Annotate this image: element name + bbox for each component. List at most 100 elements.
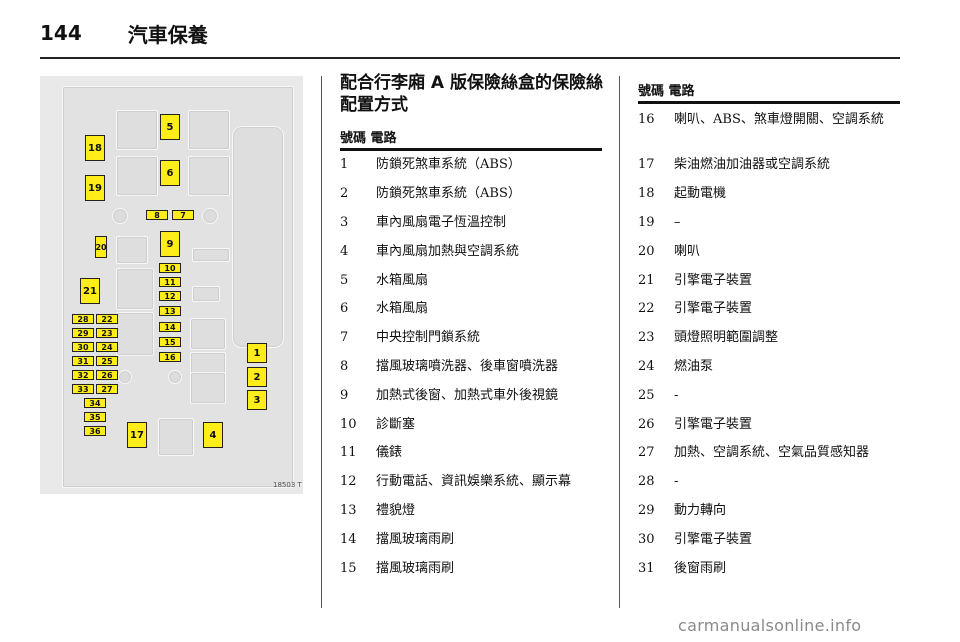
fuse-2: 2 bbox=[247, 367, 267, 387]
fuse-circuit: - bbox=[674, 388, 679, 403]
fuse-number: 31 bbox=[638, 561, 655, 576]
fuse-circuit: 水箱風扇 bbox=[376, 301, 429, 316]
fuse-23: 23 bbox=[96, 328, 118, 338]
fuse-7: 7 bbox=[172, 210, 194, 220]
table-row: 9 加熱式後窗、加熱式車外後視鏡 bbox=[340, 387, 602, 404]
fuse-number: 18 bbox=[638, 186, 655, 201]
table-row: 22 引擎電子裝置 bbox=[638, 300, 900, 317]
fuse-number: 11 bbox=[340, 445, 357, 460]
relay-slot bbox=[190, 318, 226, 350]
connector-slot bbox=[192, 286, 220, 302]
fuse-34: 34 bbox=[84, 398, 106, 408]
fuse-number: 24 bbox=[638, 359, 655, 374]
fuse-number: 5 bbox=[340, 273, 349, 288]
fuse-number: 26 bbox=[638, 417, 655, 432]
fuse-1: 1 bbox=[247, 343, 267, 363]
fuse-number: 8 bbox=[340, 359, 349, 374]
relay-slot bbox=[116, 312, 154, 356]
mounting-screw bbox=[202, 208, 218, 224]
fuse-13: 13 bbox=[159, 306, 181, 316]
fuse-number: 29 bbox=[638, 503, 655, 518]
mounting-screw bbox=[112, 208, 128, 224]
fuse-circuit: 車內風扇電子恆溫控制 bbox=[376, 215, 507, 230]
fuse-number: 7 bbox=[340, 330, 349, 345]
relay-slot bbox=[116, 156, 158, 196]
fuse-number: 22 bbox=[638, 301, 655, 316]
relay-slot bbox=[116, 236, 148, 264]
fuse-box-side-panel bbox=[232, 126, 284, 348]
relay-slot bbox=[158, 418, 194, 456]
fuse-17: 17 bbox=[127, 422, 147, 448]
table-row: 5 水箱風扇 bbox=[340, 272, 602, 289]
fuse-9: 9 bbox=[160, 231, 180, 257]
fuse-24: 24 bbox=[96, 342, 118, 352]
fuse-number: 12 bbox=[340, 474, 357, 489]
table-row: 28 - bbox=[638, 473, 900, 490]
fuse-number: 9 bbox=[340, 388, 349, 403]
right-header-rule bbox=[638, 101, 900, 104]
footer-watermark: carmanualsonline.info bbox=[678, 616, 862, 635]
fuse-circuit: 儀錶 bbox=[376, 445, 403, 460]
fuse-circuit: 擋風玻璃雨刷 bbox=[376, 532, 455, 547]
fuse-28: 28 bbox=[72, 314, 94, 324]
fuse-circuit: 後窗雨刷 bbox=[674, 561, 727, 576]
fuse-circuit: 加熱、空調系統、空氣品質感知器 bbox=[674, 445, 870, 460]
fuse-circuit: 喇叭、ABS、煞車燈開關、空調系統 bbox=[674, 112, 884, 127]
fuse-22: 22 bbox=[96, 314, 118, 324]
fuse-circuit: 燃油泵 bbox=[674, 359, 714, 374]
right-column-header: 號碼 電路 bbox=[638, 84, 695, 99]
fuse-30: 30 bbox=[72, 342, 94, 352]
fuse-number: 25 bbox=[638, 388, 655, 403]
fuse-number: 2 bbox=[340, 186, 349, 201]
fuse-36: 36 bbox=[84, 426, 106, 436]
fuse-circuit: 擋風玻璃雨刷 bbox=[376, 561, 455, 576]
table-row: 11 儀錶 bbox=[340, 444, 602, 461]
fuse-29: 29 bbox=[72, 328, 94, 338]
fuse-25: 25 bbox=[96, 356, 118, 366]
fuse-number: 13 bbox=[340, 503, 357, 518]
fuse-number: 14 bbox=[340, 532, 357, 547]
fuse-circuit: 加熱式後窗、加熱式車外後視鏡 bbox=[376, 388, 559, 403]
fuse-19: 19 bbox=[85, 175, 105, 201]
fuse-circuit: 車內風扇加熱與空調系統 bbox=[376, 244, 520, 259]
page-title: 汽車保養 bbox=[127, 22, 208, 47]
fuse-number: 28 bbox=[638, 474, 655, 489]
fuse-circuit: 水箱風扇 bbox=[376, 273, 429, 288]
fuse-number: 23 bbox=[638, 330, 655, 345]
fuse-number: 19 bbox=[638, 215, 655, 230]
left-header-rule bbox=[340, 148, 602, 151]
fuse-8: 8 bbox=[146, 210, 168, 220]
table-row: 4 車內風扇加熱與空調系統 bbox=[340, 243, 602, 260]
fuse-circuit: - bbox=[674, 474, 679, 489]
fuse-4: 4 bbox=[203, 422, 223, 448]
fuse-20: 20 bbox=[95, 236, 107, 258]
fuse-circuit: 引擎電子裝置 bbox=[674, 301, 753, 316]
fuse-circuit: – bbox=[674, 215, 681, 230]
fuse-number: 4 bbox=[340, 244, 349, 259]
fuse-box-diagram: 5 18 6 19 8 7 9 20 10 11 12 21 13 28 22 … bbox=[40, 76, 303, 494]
fuse-18: 18 bbox=[85, 135, 105, 161]
fuse-27: 27 bbox=[96, 384, 118, 394]
relay-slot bbox=[116, 268, 154, 310]
table-row: 31 後窗雨刷 bbox=[638, 560, 900, 577]
fuse-circuit: 禮貌燈 bbox=[376, 503, 416, 518]
fuse-number: 27 bbox=[638, 445, 655, 460]
connector-slot bbox=[192, 248, 230, 262]
table-row: 14 擋風玻璃雨刷 bbox=[340, 531, 602, 548]
table-row: 8 擋風玻璃噴洗器、後車窗噴洗器 bbox=[340, 358, 602, 375]
fuse-6: 6 bbox=[160, 160, 180, 186]
column-divider-right bbox=[619, 76, 620, 608]
table-row: 27 加熱、空調系統、空氣品質感知器 bbox=[638, 444, 900, 461]
fuse-circuit: 擋風玻璃噴洗器、後車窗噴洗器 bbox=[376, 359, 559, 374]
